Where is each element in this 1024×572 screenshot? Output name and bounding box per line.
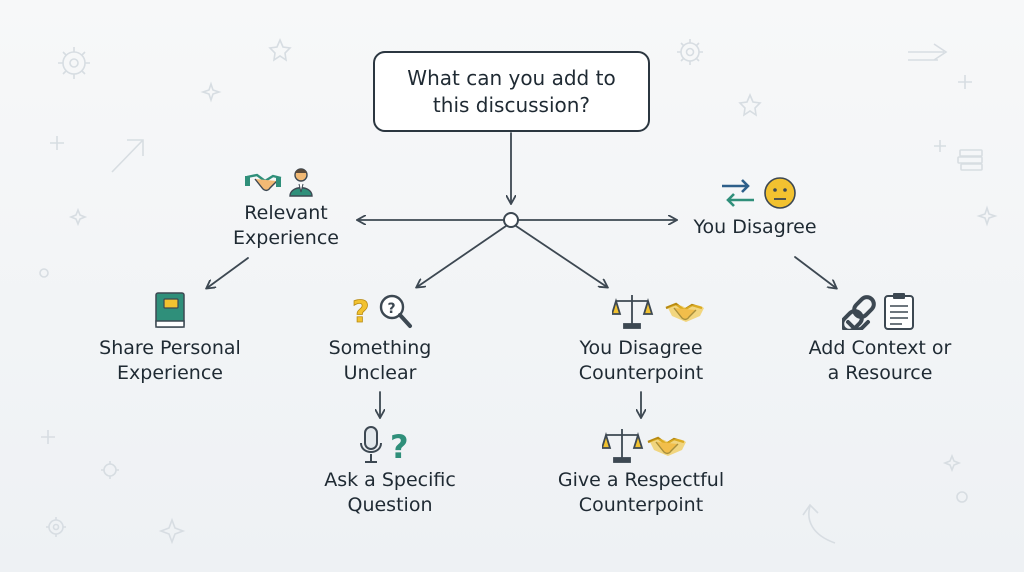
node-add-context-or-resource: Add Context or a Resource xyxy=(795,336,965,386)
node-label-line: Experience xyxy=(117,362,223,384)
node-label-line: Give a Respectful xyxy=(557,469,725,491)
node-you-disagree-counterpoint: You Disagree Counterpoint xyxy=(566,336,716,386)
gear-icon xyxy=(58,47,90,79)
hub-node xyxy=(503,212,519,228)
chain-link-icon xyxy=(842,295,876,330)
star-icon xyxy=(158,517,186,545)
gear-icon xyxy=(46,517,66,537)
node-label-line: a Resource xyxy=(827,362,933,384)
you-disagree-icons xyxy=(722,177,796,209)
node-label-line: Counterpoint xyxy=(578,494,704,516)
curved-arrow-icon xyxy=(802,503,836,544)
magnifier-icon: ? xyxy=(379,294,412,328)
node-label-line: Share Personal xyxy=(99,337,241,359)
swap-arrows-icon xyxy=(722,179,754,207)
book-icon xyxy=(155,292,185,328)
something-unclear-icons: ? ? xyxy=(352,294,412,330)
star-icon xyxy=(942,453,962,473)
node-label-line: Question xyxy=(347,494,433,516)
node-label-line: Ask a Specific xyxy=(324,469,456,491)
node-label-line: You Disagree xyxy=(579,337,703,359)
ask-question-icons: ? xyxy=(360,426,409,465)
relevant-experience-icons xyxy=(245,168,313,197)
node-something-unclear: Something Unclear xyxy=(305,336,455,386)
node-label-line: Add Context or xyxy=(808,337,952,359)
handshake-icon xyxy=(647,436,686,456)
dot-icon xyxy=(39,268,49,278)
node-label-line: Experience xyxy=(233,227,339,249)
star-icon xyxy=(976,205,998,227)
respectful-counterpoint-icons xyxy=(602,429,686,463)
scales-icon xyxy=(602,429,644,463)
handshake-icon xyxy=(245,173,282,192)
counterpoint-icons xyxy=(612,295,704,329)
add-context-icons xyxy=(842,293,914,330)
dot-icon xyxy=(956,491,968,503)
person-icon xyxy=(289,168,313,197)
gear-icon xyxy=(101,461,119,479)
node-you-disagree: You Disagree xyxy=(680,215,830,240)
edge-disagree-to-context xyxy=(794,256,836,288)
microphone-icon xyxy=(360,426,382,463)
node-label-line: Counterpoint xyxy=(578,362,704,384)
star-icon xyxy=(68,207,88,227)
arrow-icon xyxy=(908,43,948,61)
svg-text:?: ? xyxy=(388,301,396,317)
root-question-line-1: What can you add to xyxy=(407,65,616,90)
question-mark-icon: ? xyxy=(390,428,409,465)
edge-hub-to-something-unclear xyxy=(417,225,507,287)
node-label-line: You Disagree xyxy=(693,216,817,238)
node-label-line: Something xyxy=(328,337,432,359)
plus-icon xyxy=(41,75,972,444)
star-icon xyxy=(200,81,222,103)
scales-icon xyxy=(612,295,654,329)
background-decorations xyxy=(39,37,998,545)
root-question-line-2: this discussion? xyxy=(432,92,591,117)
handshake-icon xyxy=(665,302,704,322)
node-label-line: Relevant xyxy=(244,202,328,224)
edge-hub-to-counterpoint xyxy=(515,225,607,287)
star-icon xyxy=(738,92,762,117)
gear-icon xyxy=(677,39,703,65)
question-mark-icon: ? xyxy=(352,295,369,330)
root-question-box: What can you add to this discussion? xyxy=(373,51,650,132)
node-label-line: Unclear xyxy=(343,362,417,384)
node-give-respectful-counterpoint: Give a Respectful Counterpoint xyxy=(536,468,746,518)
star-icon xyxy=(268,37,292,62)
clipboard-icon xyxy=(884,293,914,330)
arrow-icon xyxy=(111,139,144,173)
node-share-personal-experience: Share Personal Experience xyxy=(80,336,260,386)
node-ask-specific-question: Ask a Specific Question xyxy=(300,468,480,518)
edge-relevant-to-share xyxy=(207,257,249,288)
node-relevant-experience: Relevant Experience xyxy=(213,201,359,251)
books-icon xyxy=(959,149,983,157)
neutral-face-icon xyxy=(764,177,796,209)
